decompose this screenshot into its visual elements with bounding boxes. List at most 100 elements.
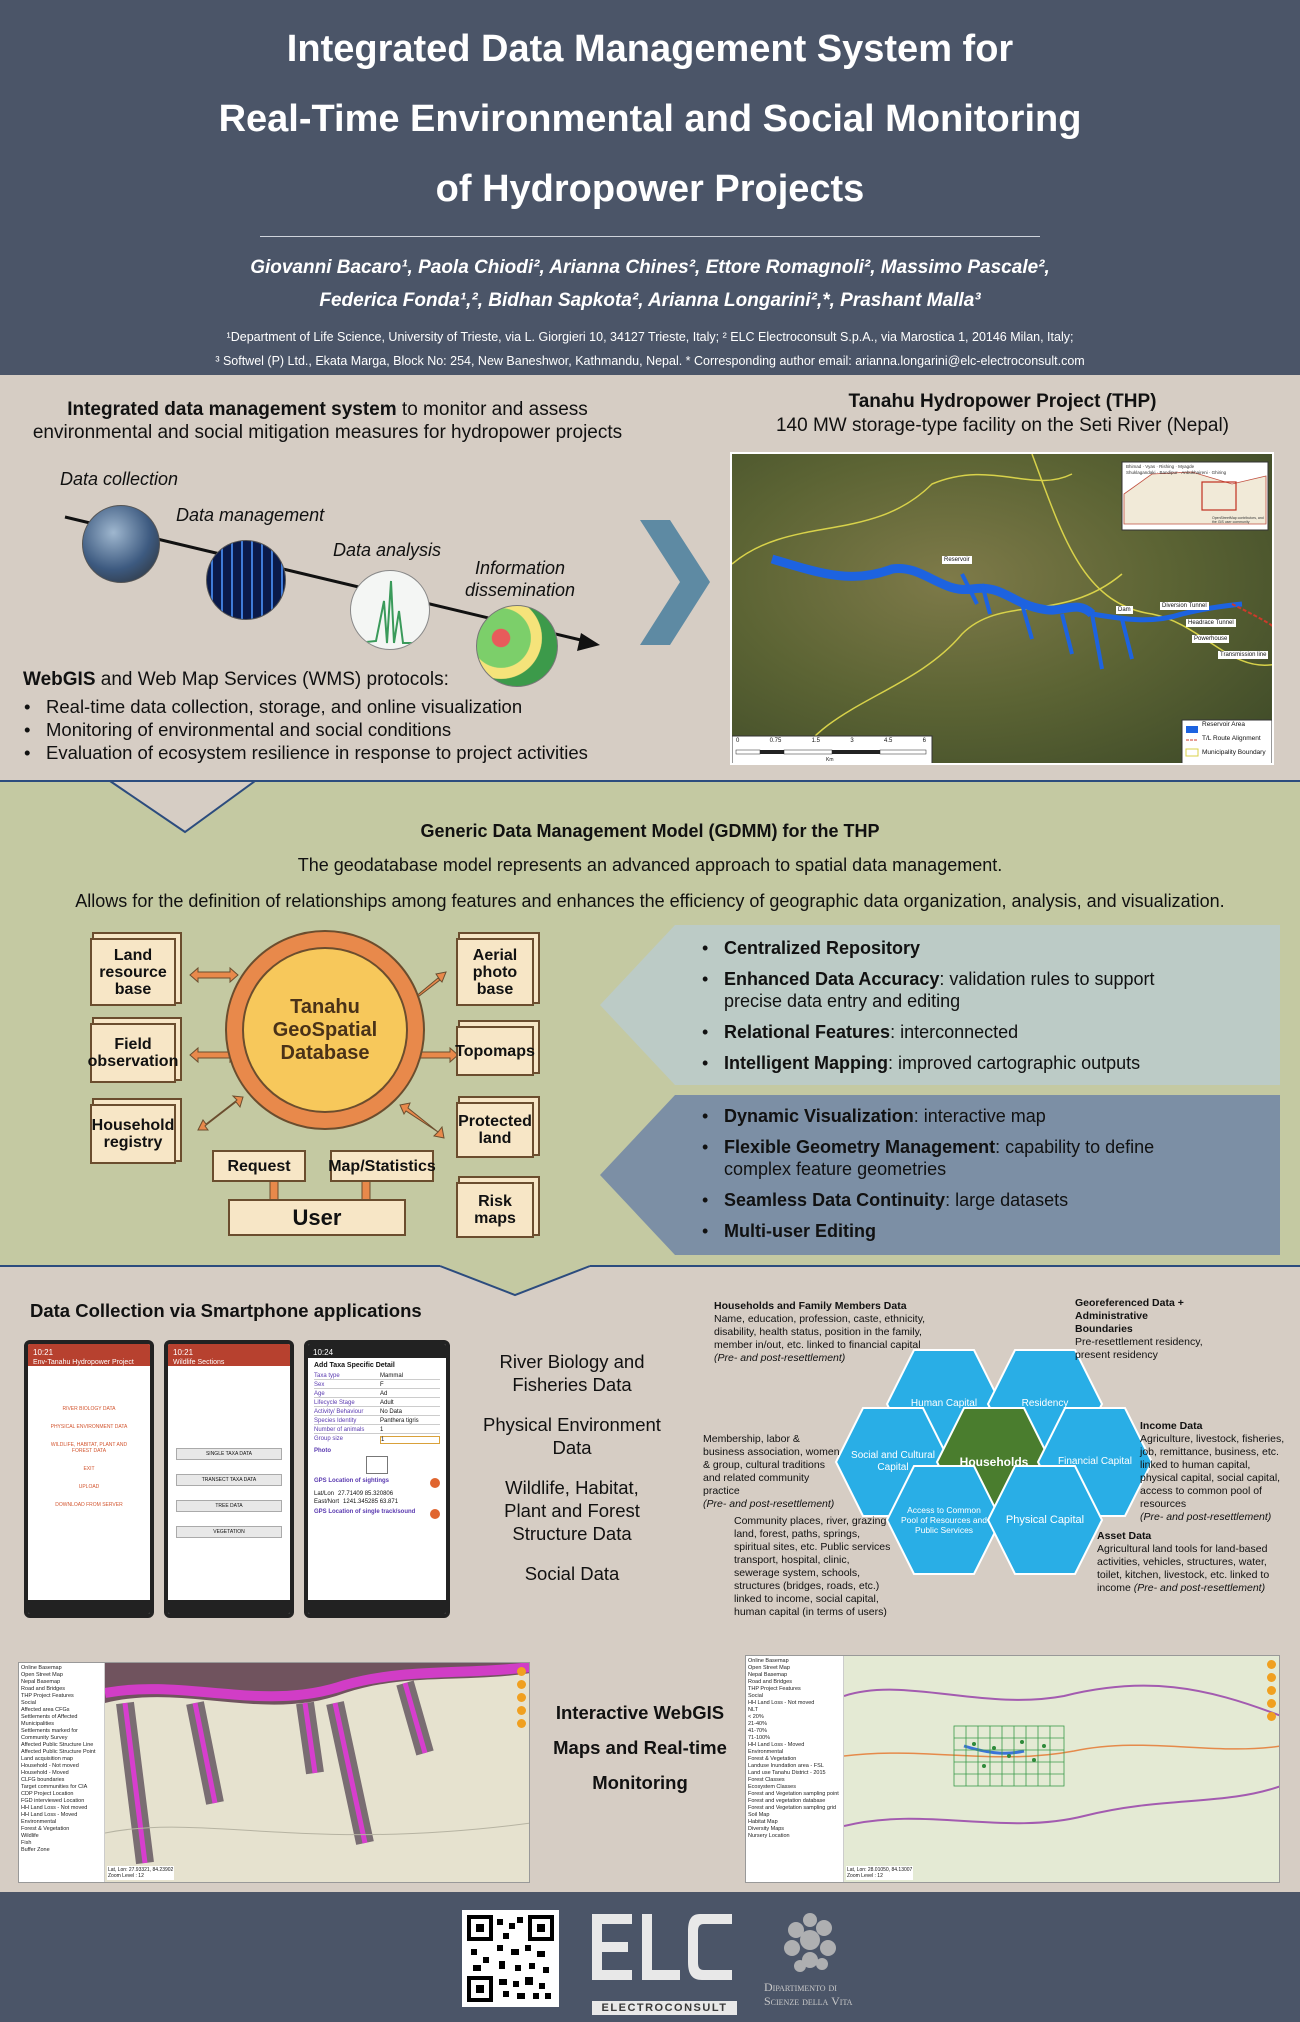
layer-tree-item[interactable]: Online Basemap: [748, 1658, 789, 1664]
layer-tree-item[interactable]: Forest and Vegetation sampling grid: [748, 1805, 837, 1811]
field-value[interactable]: Panthera tigris: [380, 1418, 419, 1424]
layer-tree-item[interactable]: Open Street Map: [748, 1665, 790, 1671]
layer-tree-item[interactable]: Nepal Basemap: [21, 1679, 61, 1685]
layer-tree-item[interactable]: Nursery Location: [748, 1833, 790, 1839]
layer-tree-item[interactable]: Social: [21, 1700, 36, 1706]
field-value[interactable]: 1: [380, 1427, 384, 1433]
zoom-in-icon[interactable]: [517, 1667, 526, 1676]
layer-tree-item[interactable]: Household - Not moved: [21, 1763, 79, 1769]
field-value[interactable]: 1: [380, 1436, 440, 1444]
menu-physical-environment[interactable]: PHYSICAL ENVIRONMENT DATA: [50, 1424, 128, 1430]
layers-icon[interactable]: [517, 1693, 526, 1702]
layer-tree-item[interactable]: Target communities for CIA: [21, 1784, 88, 1790]
layer-tree-item[interactable]: Household - Moved: [21, 1770, 69, 1776]
field-value[interactable]: Ad: [380, 1391, 388, 1397]
layer-tree-item[interactable]: THP Project Features: [748, 1686, 801, 1692]
layer-tree-item[interactable]: Online Basemap: [21, 1665, 62, 1671]
layer-tree-item[interactable]: Landuse Inundation area - FSL: [748, 1763, 824, 1769]
measure-icon[interactable]: [1267, 1699, 1276, 1708]
menu-download[interactable]: DOWNLOAD FROM SERVER: [55, 1502, 123, 1508]
layer-tree-item[interactable]: Forest Classes: [748, 1777, 785, 1783]
layer-tree-item[interactable]: Open Street Map: [21, 1672, 63, 1678]
layer-tree-item[interactable]: Land acquisition map: [21, 1756, 73, 1762]
layer-tree-item[interactable]: Social: [748, 1693, 763, 1699]
layer-tree-item[interactable]: Affected area CFGs: [21, 1707, 70, 1713]
layer-tree-item[interactable]: Road and Bridges: [748, 1679, 793, 1685]
layer-tree-item[interactable]: Settlements marked for Community Survey: [21, 1728, 78, 1741]
inset-label: Myagde: [1178, 464, 1195, 469]
btn-tree-data[interactable]: TREE DATA: [176, 1500, 282, 1512]
feature-item: Seamless Data Continuity: large datasets: [700, 1189, 1260, 1211]
field-value[interactable]: No Data: [380, 1409, 403, 1415]
layer-tree-item[interactable]: Road and Bridges: [21, 1686, 66, 1692]
layer-tree-item[interactable]: Habitat Map: [748, 1819, 778, 1825]
layer-tree-item[interactable]: Settlements of Affected Municipalities: [21, 1714, 78, 1727]
gdmm-section: Generic Data Management Model (GDMM) for…: [0, 780, 1300, 1265]
field-value[interactable]: Adult: [380, 1400, 394, 1406]
gdmm-line1: The geodatabase model represents an adva…: [297, 855, 1003, 875]
layer-tree-item[interactable]: Land use Tanahu District - 2015: [748, 1770, 826, 1776]
webgis-intro: WebGIS and Web Map Services (WMS) protoc…: [23, 668, 449, 691]
layer-tree-item[interactable]: CDP Project Location: [21, 1791, 74, 1797]
layer-tree-item[interactable]: Buffer Zone: [21, 1847, 50, 1853]
btn-vegetation[interactable]: VEGETATION: [176, 1526, 282, 1538]
photo-placeholder-icon[interactable]: [366, 1456, 388, 1474]
layer-tree-item[interactable]: THP Project Features: [21, 1693, 74, 1699]
layer-tree-item[interactable]: Nepal Basemap: [748, 1672, 788, 1678]
field-value[interactable]: F: [380, 1382, 384, 1388]
layer-tree-item[interactable]: Diversity Maps: [748, 1826, 785, 1832]
menu-exit[interactable]: EXIT: [83, 1466, 95, 1472]
layer-tree-item[interactable]: Forest & Vegetation: [21, 1826, 70, 1832]
layer-tree-item[interactable]: 71-100%: [748, 1735, 771, 1741]
layer-tree-item[interactable]: Wildlife: [21, 1833, 39, 1839]
btn-single-taxa[interactable]: SINGLE TAXA DATA: [176, 1448, 282, 1460]
features-list-a: Centralized Repository Enhanced Data Acc…: [700, 937, 1260, 1074]
layer-tree-item[interactable]: Environmental: [748, 1749, 784, 1755]
layer-tree-item[interactable]: Soil Map: [748, 1812, 770, 1818]
layer-tree-item[interactable]: HH Land Loss - Not moved: [748, 1700, 815, 1706]
menu-upload[interactable]: UPLOAD: [78, 1484, 100, 1490]
layer-tree-item[interactable]: Affected Public Structure Point: [21, 1749, 96, 1755]
layer-tree-item[interactable]: HH Land Loss - Not moved: [21, 1805, 88, 1811]
zoom-in-icon[interactable]: [1267, 1660, 1276, 1669]
gps-pin-icon[interactable]: [430, 1509, 440, 1519]
field-value[interactable]: Mammal: [380, 1373, 404, 1379]
layer-tree-item[interactable]: < 20%: [748, 1714, 764, 1720]
layer-tree-item[interactable]: Environmental: [21, 1819, 57, 1825]
layer-tree-item[interactable]: Fish: [21, 1840, 32, 1846]
layer-tree-item[interactable]: FGD interviewed Location: [21, 1798, 85, 1804]
menu-wildlife[interactable]: WILDLIFE, HABITAT, PLANT AND FOREST DATA: [50, 1442, 128, 1454]
layer-tree-item[interactable]: CLFG boundaries: [21, 1777, 65, 1783]
layer-tree-item[interactable]: Ecosystem Classes: [748, 1784, 796, 1790]
layer-tree-item[interactable]: HH Land Loss - Moved: [21, 1812, 78, 1818]
layer-tree-item[interactable]: Forest and vegetation database: [748, 1798, 826, 1804]
feature-item: Multi-user Editing: [700, 1220, 1260, 1242]
zoom-out-icon[interactable]: [517, 1680, 526, 1689]
print-icon[interactable]: [517, 1719, 526, 1728]
btn-transect-taxa[interactable]: TRANSECT TAXA DATA: [176, 1474, 282, 1486]
gps-pin-icon[interactable]: [430, 1478, 440, 1488]
layer-tree-item[interactable]: Forest & Vegetation: [748, 1756, 797, 1762]
layer-tree-item[interactable]: NLT: [748, 1707, 758, 1713]
layers-icon[interactable]: [1267, 1686, 1276, 1695]
qr-code-icon[interactable]: [462, 1910, 559, 2007]
layer-tree-item[interactable]: 41-70%: [748, 1728, 767, 1734]
measure-icon[interactable]: [517, 1706, 526, 1715]
menu-river-biology[interactable]: RIVER BIOLOGY DATA: [62, 1406, 116, 1412]
feature-item: Flexible Geometry Management: capability…: [700, 1136, 1260, 1180]
layer-tree-item[interactable]: Forest and Vegetation sampling point: [748, 1791, 839, 1797]
print-icon[interactable]: [1267, 1712, 1276, 1721]
zoom-out-icon[interactable]: [1267, 1673, 1276, 1682]
label-reservoir: Reservoir: [942, 556, 972, 564]
layer-tree-item[interactable]: HH Land Loss - Moved: [748, 1742, 805, 1748]
title-line-2: Real-Time Environmental and Social Monit…: [218, 98, 1082, 140]
layer-tree-item[interactable]: 21-40%: [748, 1721, 767, 1727]
layer-tree-item[interactable]: Affected Public Structure Line: [21, 1742, 94, 1748]
